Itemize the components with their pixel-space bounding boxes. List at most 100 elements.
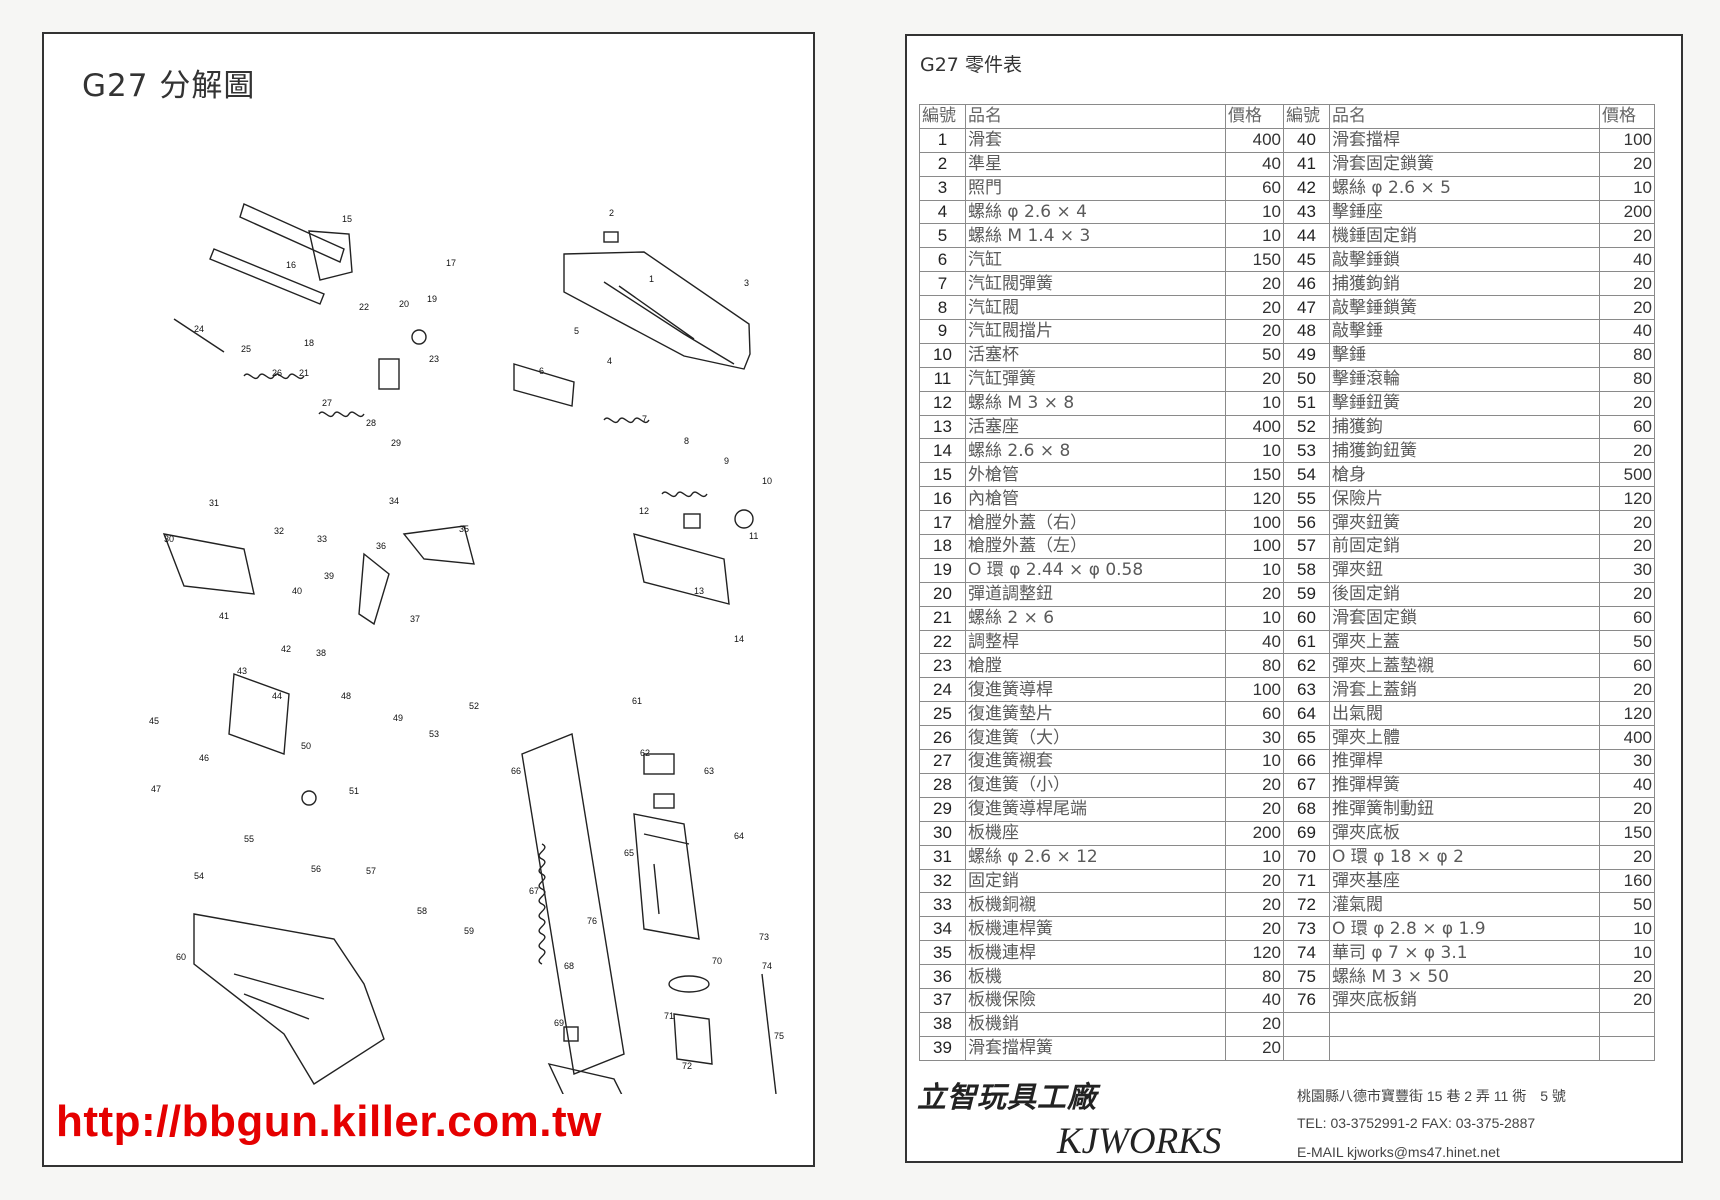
header-name: 品名 [1329,104,1600,129]
part-price: 150 [1599,820,1655,846]
part-number: 34 [919,916,966,942]
part-price: 20 [1225,868,1284,894]
spring-part [243,373,305,380]
part-price: 60 [1599,414,1655,440]
part-number: 66 [1283,749,1330,774]
part-number-label: 70 [712,956,722,966]
part-number-label: 56 [311,864,321,874]
part-name: 汽缸閥擋片 [965,319,1226,344]
part-price: 100 [1225,510,1284,536]
part-price: 30 [1599,749,1655,774]
long-screw-part [761,973,777,1094]
part-name: 捕獲鉤 [1329,414,1600,440]
part-number: 43 [1283,199,1330,225]
part-number-label: 63 [704,766,714,776]
part-number-label: 48 [341,691,351,701]
header-price: 價格 [1599,104,1655,129]
part-number-label: 13 [694,586,704,596]
part-number-label: 3 [744,278,749,288]
part-name: 復進簧導桿尾端 [965,796,1226,822]
part-number-label: 14 [734,634,744,644]
part-number: 47 [1283,295,1330,321]
part-number: 58 [1283,557,1330,583]
part-number: 8 [919,295,966,321]
part-name: 螺絲 φ 2.6 × 5 [1329,175,1600,201]
part-number: 23 [919,653,966,679]
part-number: 75 [1283,964,1330,989]
part-number: 57 [1283,534,1330,559]
part-number-label: 9 [724,456,729,466]
part-price [1599,1011,1655,1037]
part-number-label: 54 [194,871,204,881]
part-price: 60 [1599,605,1655,631]
part-name: 螺絲 M 3 × 8 [965,390,1226,416]
part-price: 10 [1225,438,1284,464]
part-number: 68 [1283,796,1330,822]
part-name: 機錘固定銷 [1329,223,1600,249]
part-number: 35 [919,940,966,966]
part-price: 400 [1225,127,1284,153]
part-number: 4 [919,199,966,225]
part-name: 灌氣閥 [1329,892,1600,918]
part-name: 捕獲鉤銷 [1329,271,1600,297]
part-name: 彈夾上蓋 [1329,629,1600,655]
part-number-label: 28 [366,418,376,428]
part-number: 76 [1283,987,1330,1013]
part-number: 31 [919,844,966,870]
part-price: 30 [1225,725,1284,751]
part-price: 20 [1599,390,1655,416]
website-url[interactable]: http://bbgun.killer.com.tw [56,1097,602,1146]
part-number: 5 [919,223,966,249]
part-number: 33 [919,892,966,918]
part-number: 11 [919,366,966,392]
company-email[interactable]: E-MAIL kjworks@ms47.hinet.net [1297,1144,1500,1160]
part-number: 42 [1283,175,1330,201]
company-address: 桃園縣八德市寶豐街 15 巷 2 弄 11 衖 5 號 [1297,1088,1566,1104]
part-number: 53 [1283,438,1330,464]
part-number: 1 [919,127,966,153]
part-number-label: 40 [292,586,302,596]
frame-part [193,913,385,1085]
part-number: 74 [1283,940,1330,966]
part-price: 20 [1225,916,1284,942]
part-number-label: 15 [342,214,352,224]
part-number: 6 [919,247,966,273]
part-number [1283,1035,1330,1061]
part-number-label: 72 [682,1061,692,1071]
part-price: 10 [1599,175,1655,201]
part-name: 活塞座 [965,414,1226,440]
part-name: 出氣閥 [1329,701,1600,727]
part-number-label: 30 [164,534,174,544]
part-price: 80 [1599,366,1655,392]
part-price: 50 [1225,342,1284,368]
part-number-label: 44 [272,691,282,701]
part-name: 擊錘滾輪 [1329,366,1600,392]
part-number: 38 [919,1011,966,1037]
part-name: 復進簧襯套 [965,749,1226,774]
part-number-label: 11 [749,531,758,541]
exploded-diagram-page: G27 分解圖 [42,32,815,1167]
part-number: 15 [919,462,966,488]
part-name: 固定銷 [965,868,1226,894]
part-number-label: 37 [410,614,420,624]
part-number: 14 [919,438,966,464]
part-number-label: 68 [564,961,574,971]
inner-barrel-part [209,248,325,305]
guide-rod-part [173,318,225,353]
part-number: 28 [919,772,966,798]
part-number-label: 29 [391,438,401,448]
part-price: 10 [1225,749,1284,774]
part-number-label: 57 [366,866,376,876]
part-number [1283,1011,1330,1037]
